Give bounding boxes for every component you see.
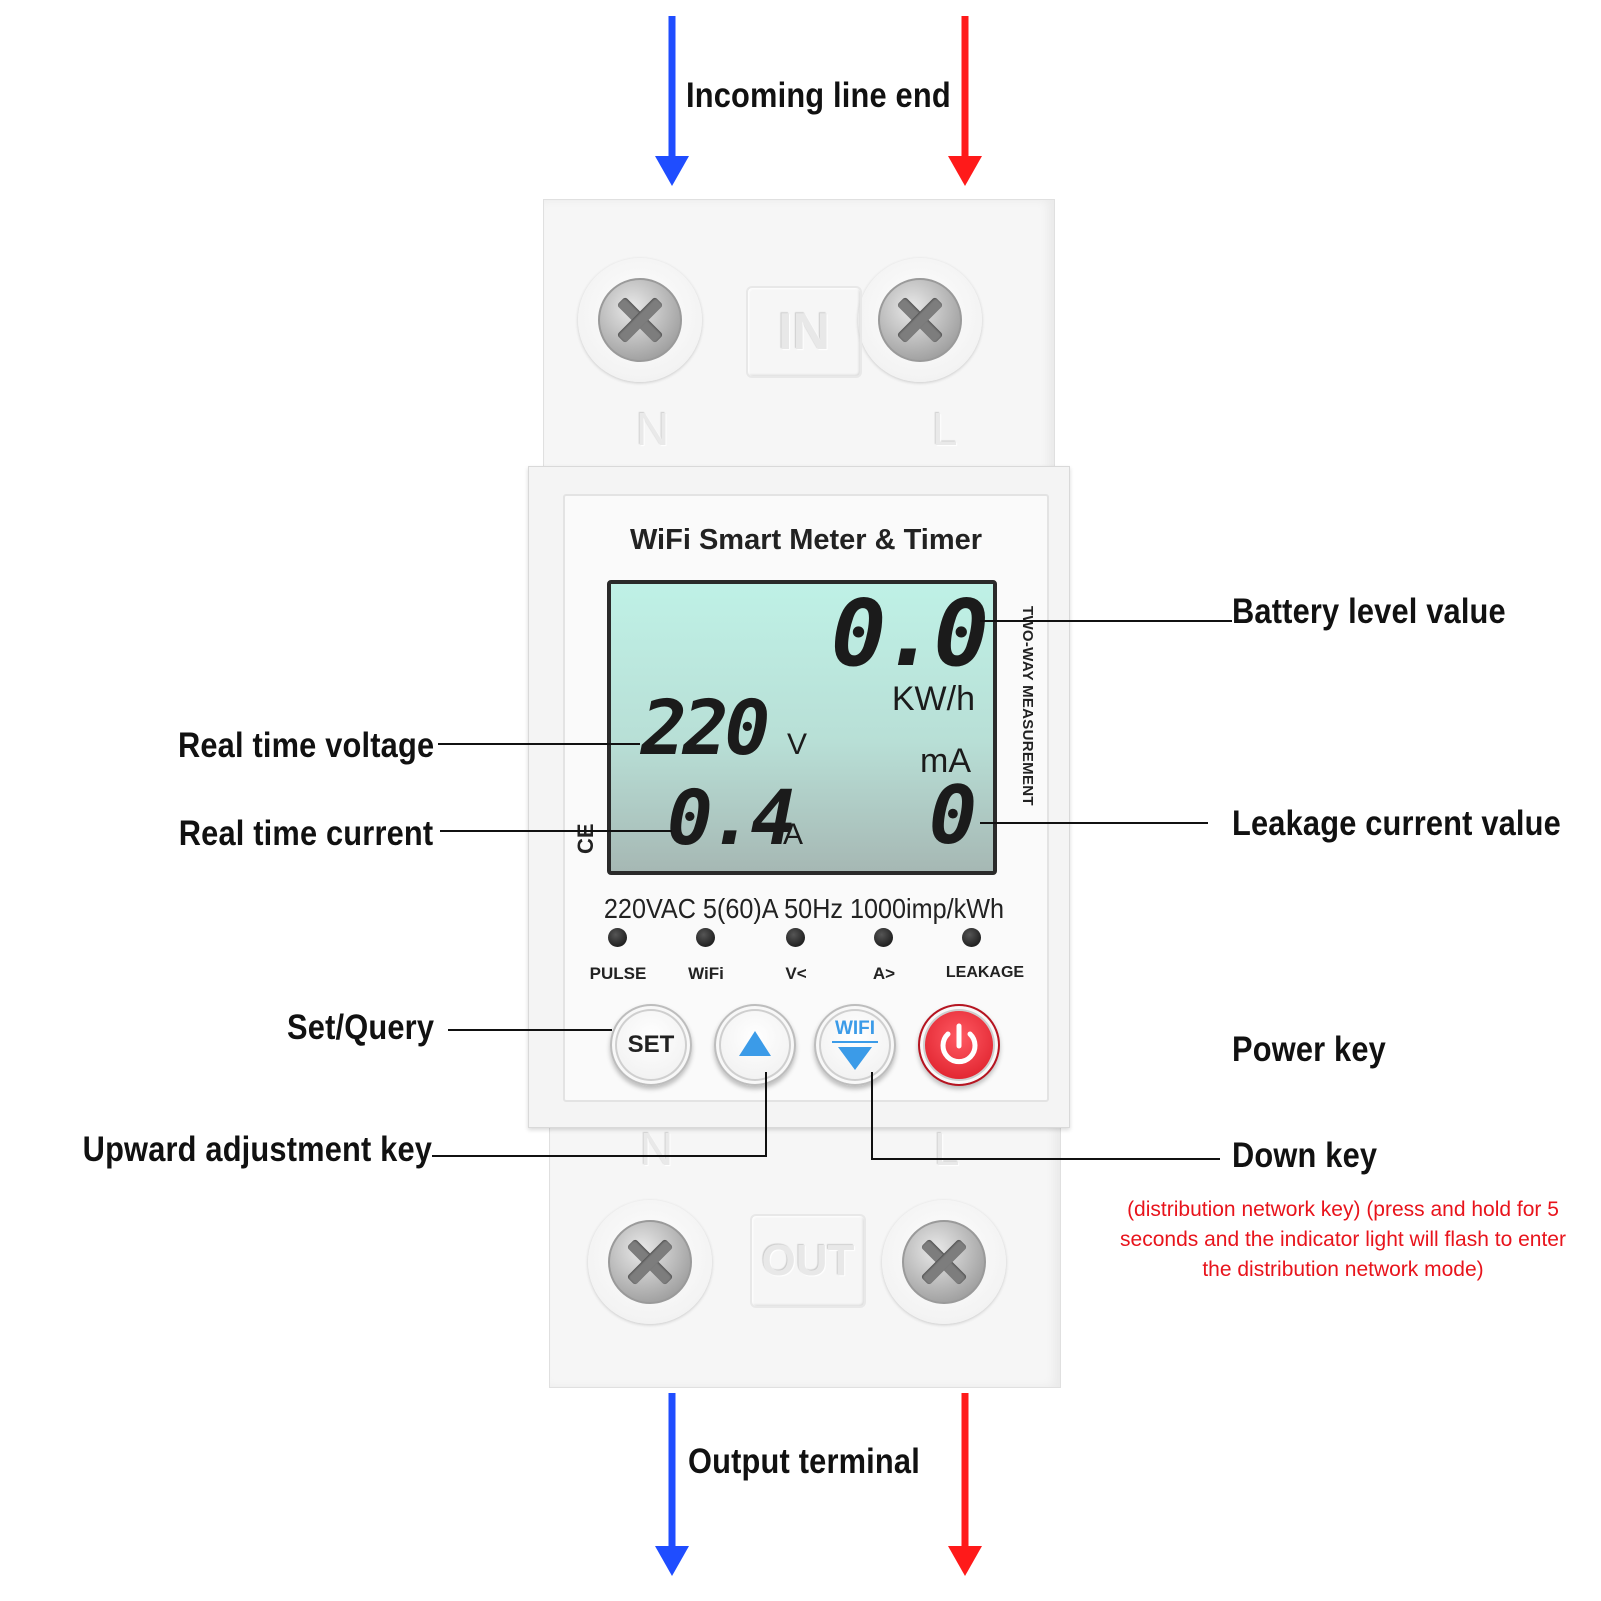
l-label-bottom: L (934, 1123, 960, 1175)
output-live-arrow (948, 1393, 982, 1576)
incoming-live-arrow (948, 16, 982, 186)
screw-icon (598, 278, 682, 362)
indicator-label-overcurrent: A> (872, 964, 896, 983)
terminal-in-n (578, 258, 702, 382)
lcd-leakage-value: 0 (928, 769, 977, 862)
output-terminal-label: Output terminal (688, 1442, 920, 1481)
set-query-label: Set/Query (286, 1008, 434, 1047)
n-label-top: N (636, 403, 670, 455)
l-label-top: L (932, 403, 958, 455)
n-label-bottom: N (640, 1123, 674, 1175)
power-key-label: Power key (1232, 1030, 1386, 1069)
set-button[interactable]: SET (610, 1004, 692, 1086)
screw-icon (608, 1220, 692, 1304)
lcd-current-unit: A (783, 818, 804, 851)
spec-line: 220VAC 5(60)A 50Hz 1000imp/kWh (603, 893, 1005, 924)
real-time-voltage-label: Real time voltage (177, 726, 434, 765)
down-arrow-icon (832, 1041, 878, 1070)
upward-adjustment-key-label: Upward adjustment key (82, 1130, 432, 1169)
up-button[interactable] (714, 1004, 796, 1086)
power-button[interactable] (918, 1004, 1000, 1086)
incoming-neutral-arrow (655, 16, 689, 186)
output-neutral-arrow (655, 1393, 689, 1576)
battery-level-value-label: Battery level value (1232, 592, 1506, 631)
leakage-indicator-led (962, 928, 981, 947)
wifi-button-label: WIFI (834, 1018, 876, 1039)
terminal-out-l (882, 1200, 1006, 1324)
lcd-energy-value: 0.0 (830, 580, 989, 687)
set-button-label: SET (627, 1031, 675, 1058)
lcd-energy-unit: KW/h (891, 680, 975, 718)
terminal-out-n (588, 1200, 712, 1324)
leader-down-key (871, 1072, 1220, 1160)
wifi-down-button[interactable]: WIFI (814, 1004, 896, 1086)
down-key-label: Down key (1232, 1136, 1378, 1175)
lcd-leakage-unit: mA (920, 742, 971, 780)
lcd-display: 0.0 KW/h 220 V mA 0.4 A 0 (607, 580, 997, 875)
product-title: WiFi Smart Meter & Timer (629, 524, 983, 556)
wifi-indicator-led (696, 928, 715, 947)
pulse-indicator-led (608, 928, 627, 947)
in-label: IN (746, 286, 862, 378)
two-way-measurement-label: TWO-WAY MEASUREMENT (1019, 606, 1036, 806)
incoming-line-end-label: Incoming line end (686, 76, 951, 115)
real-time-current-label: Real time current (178, 814, 433, 853)
out-label: OUT (750, 1214, 866, 1308)
lcd-voltage-value: 220 (641, 683, 770, 772)
indicator-label-wifi: WiFi (688, 964, 724, 983)
leader-upward-key (432, 1072, 767, 1157)
down-key-note: (distribution network key) (press and ho… (1120, 1198, 1566, 1281)
lcd-current-value: 0.4 (667, 773, 796, 862)
indicator-label-pulse: PULSE (589, 964, 647, 983)
undervoltage-indicator-led (786, 928, 805, 947)
indicator-label-leakage: LEAKAGE (945, 964, 1025, 981)
lcd-voltage-unit: V (787, 728, 808, 761)
screw-icon (878, 278, 962, 362)
leakage-current-value-label: Leakage current value (1232, 804, 1561, 843)
screw-icon (902, 1220, 986, 1304)
terminal-in-l (858, 258, 982, 382)
overcurrent-indicator-led (874, 928, 893, 947)
power-icon (940, 1023, 978, 1065)
up-arrow-icon (739, 1031, 771, 1056)
indicator-label-undervoltage: V< (785, 964, 807, 983)
